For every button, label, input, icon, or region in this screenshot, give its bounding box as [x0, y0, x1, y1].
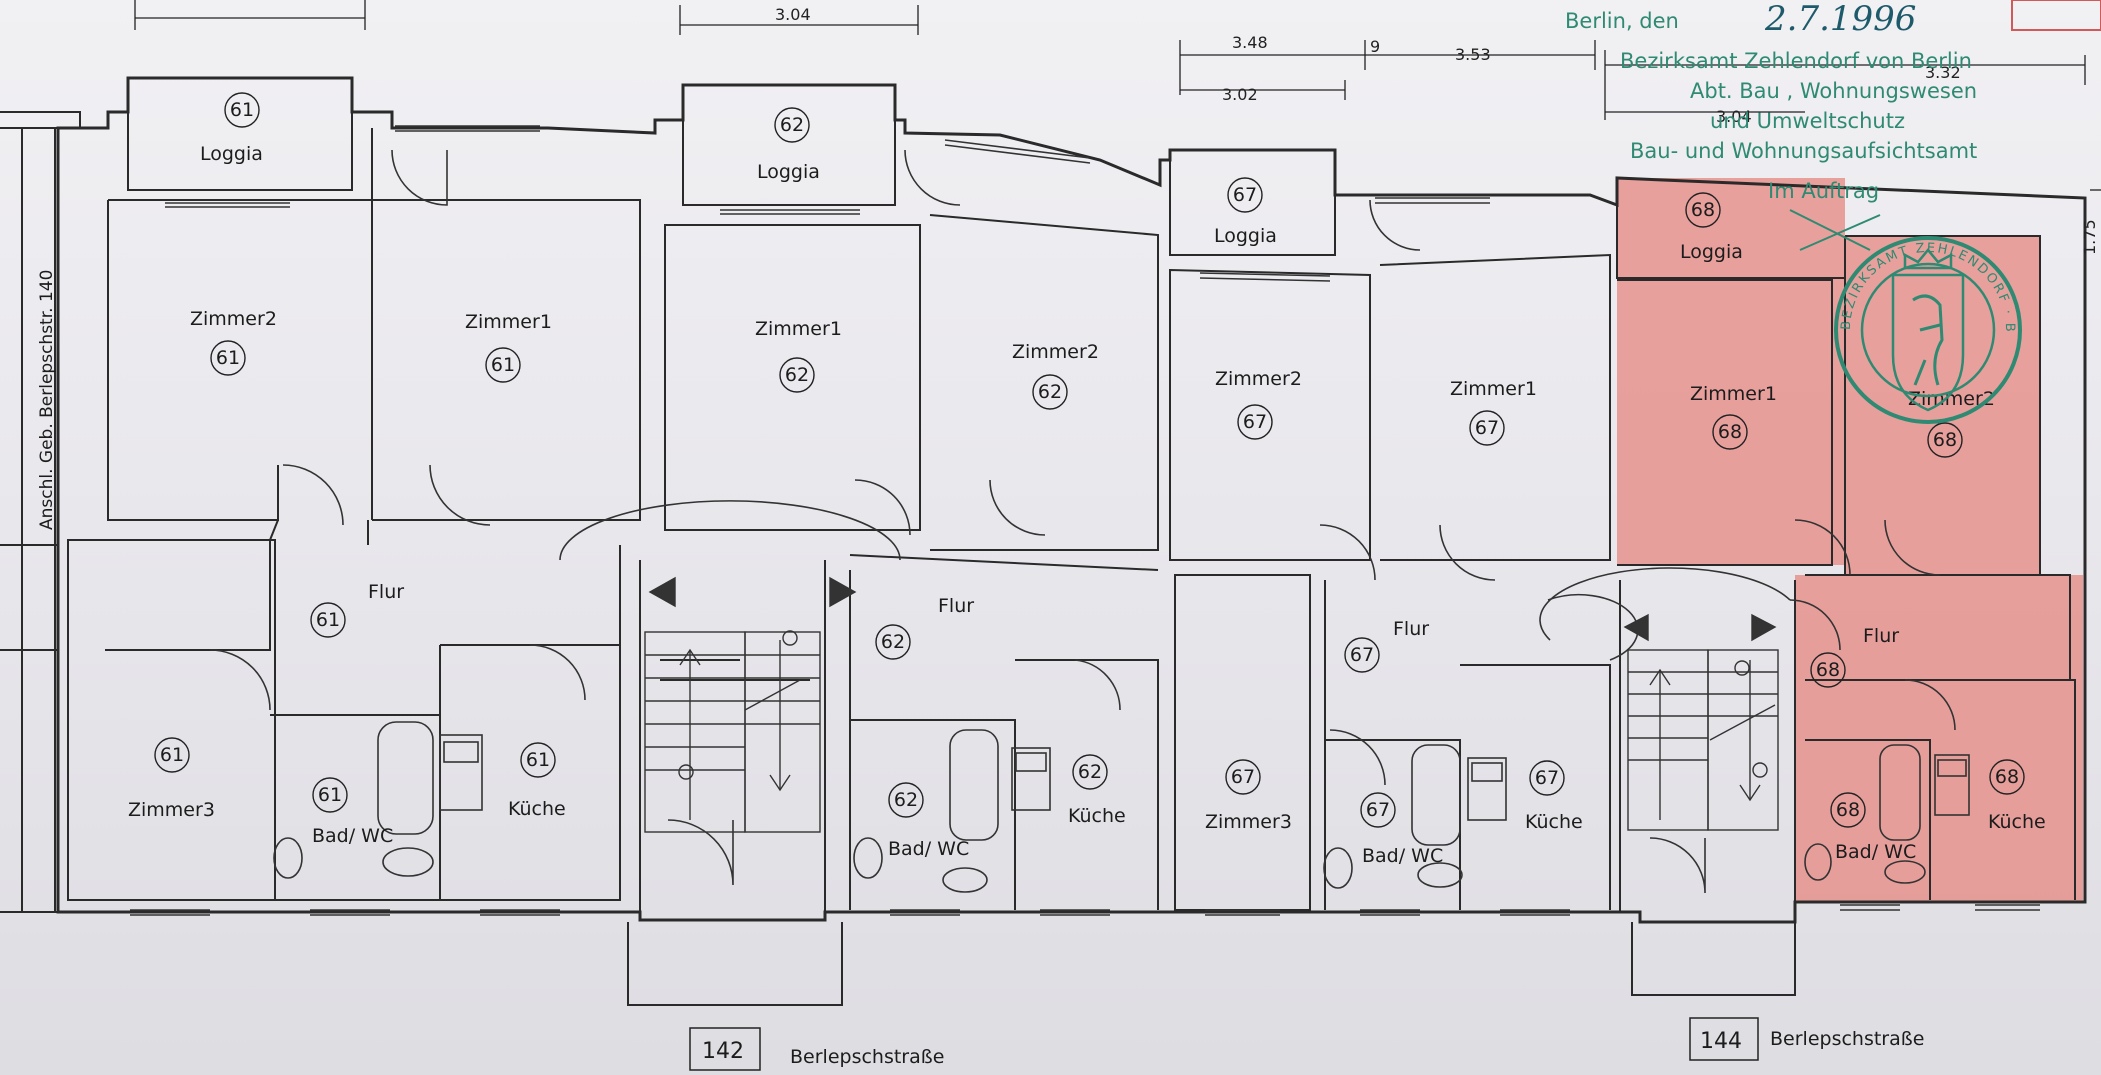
house-number: 142 — [702, 1039, 744, 1064]
room-name: Zimmer1 — [755, 318, 842, 340]
dimension-label: 3.04 — [1716, 107, 1752, 126]
stairs-142 — [644, 576, 857, 833]
room-number: 67 — [1243, 411, 1267, 433]
room-number: 62 — [1038, 381, 1062, 403]
room-name: Flur — [368, 581, 404, 603]
room-name: Zimmer1 — [1450, 378, 1537, 400]
porch-142 — [627, 922, 843, 1006]
room-name: Flur — [938, 595, 974, 617]
room-name: Loggia — [757, 161, 820, 183]
room-name: Flur — [1393, 618, 1429, 640]
stamp-line: Bezirksamt Zehlendorf von Berlin — [1620, 49, 1972, 73]
stamp-line: Bau- und Wohnungsaufsichtsamt — [1630, 139, 1977, 163]
room-name: Flur — [1863, 625, 1899, 647]
room-number: 68 — [1718, 421, 1742, 443]
room-number: 62 — [894, 789, 918, 811]
stamp-line: Abt. Bau , Wohnungswesen — [1690, 79, 1977, 103]
dimension-label: 3.53 — [1455, 45, 1491, 64]
room-name: Zimmer3 — [1205, 811, 1292, 833]
room-number: 68 — [1836, 799, 1860, 821]
room-name: Küche — [1988, 811, 2046, 833]
dimension-label: 3.02 — [1222, 85, 1258, 104]
room-name: Zimmer2 — [1908, 388, 1995, 410]
dimension-label: 1.75 — [2080, 219, 2099, 255]
stamp-line: und Umweltschutz — [1710, 109, 1905, 133]
room-name: Bad/ WC — [888, 838, 969, 860]
handwritten-date: 2.7.1996 — [1764, 0, 1916, 39]
stairs-144 — [1623, 613, 1779, 831]
room-number: 67 — [1231, 766, 1255, 788]
room-number: 68 — [1816, 659, 1840, 681]
room-name: Bad/ WC — [1835, 841, 1916, 863]
street-name: Berlepschstraße — [1770, 1028, 1924, 1050]
room-name: Küche — [1525, 811, 1583, 833]
room-number: 68 — [1933, 429, 1957, 451]
room-number: 67 — [1475, 417, 1499, 439]
room-number: 62 — [881, 631, 905, 653]
porch-144 — [1631, 922, 1796, 996]
street-name: Berlepschstraße — [790, 1046, 944, 1068]
room-number: 67 — [1350, 644, 1374, 666]
dimension-label: 9 — [1370, 37, 1380, 56]
room-name: Zimmer2 — [190, 308, 277, 330]
room-number: 61 — [316, 609, 340, 631]
room-number: 61 — [216, 347, 240, 369]
room-name: Zimmer2 — [1215, 368, 1302, 390]
room-number: 62 — [1078, 761, 1102, 783]
room-number: 67 — [1366, 799, 1390, 821]
room-number: 61 — [491, 354, 515, 376]
room-number: 61 — [318, 784, 342, 806]
room-number: 62 — [785, 364, 809, 386]
stamp-line: Im Auftrag — [1768, 179, 1879, 203]
neighbour-building-label: Anschl. Geb. Berlepschstr. 140 — [37, 270, 57, 530]
room-number: 61 — [230, 99, 254, 121]
room-number: 61 — [160, 744, 184, 766]
room-name: Küche — [1068, 805, 1126, 827]
doors — [209, 149, 1956, 894]
room-number: 68 — [1995, 766, 2019, 788]
room-name: Zimmer2 — [1012, 341, 1099, 363]
room-number: 68 — [1691, 199, 1715, 221]
room-name: Zimmer1 — [1690, 383, 1777, 405]
windows — [130, 125, 2040, 916]
room-name: Bad/ WC — [312, 825, 393, 847]
bath-fixtures — [273, 721, 1970, 893]
room-name: Zimmer1 — [465, 311, 552, 333]
dimension-label: 3.48 — [1232, 33, 1268, 52]
room-number: 61 — [526, 749, 550, 771]
room-name: Loggia — [1680, 241, 1743, 263]
highlight-area — [1617, 178, 2083, 902]
room-name: Küche — [508, 798, 566, 820]
house-number: 144 — [1700, 1029, 1742, 1054]
dimension-label: 3.04 — [775, 5, 811, 24]
room-name: Zimmer3 — [128, 799, 215, 821]
dimension-label: 3.32 — [1925, 63, 1961, 82]
apartment-68-highlight — [1617, 178, 2083, 902]
room-name: Loggia — [200, 143, 263, 165]
room-name: Loggia — [1214, 225, 1277, 247]
room-number: 62 — [780, 114, 804, 136]
room-name: Bad/ WC — [1362, 845, 1443, 867]
city-date-label: Berlin, den — [1565, 9, 1679, 33]
room-number: 67 — [1535, 767, 1559, 789]
room-number: 67 — [1233, 184, 1257, 206]
corner-stamp — [2011, 0, 2101, 31]
dimension-lines — [134, 0, 2101, 191]
